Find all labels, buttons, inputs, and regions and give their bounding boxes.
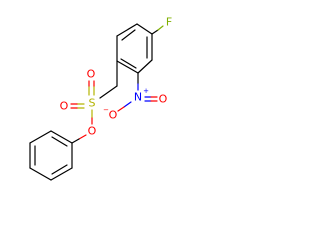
nitrogen-atom: N: [134, 91, 142, 104]
bond-o-phenyl: [71, 138, 80, 144]
sulfur-atom: S: [89, 97, 96, 110]
fluorine-atom: F: [166, 16, 172, 29]
ester-oxygen: O: [88, 125, 97, 138]
nitro-oxygen-bottom: O: [109, 109, 118, 122]
bond-ph-6-double: [51, 136, 68, 147]
nitro-oxygen-right: O: [159, 93, 168, 106]
oxygen-charge: −: [103, 106, 109, 114]
bond-ph-2-double: [51, 164, 68, 175]
bond-ring-5-double: [120, 58, 137, 69]
bond-n-o-bottom-red: [117, 106, 125, 112]
sulfonyl-oxygen-left: O: [60, 100, 69, 113]
phenyl-ring: [29, 130, 73, 181]
molecule-diagram: F N + O O − S O O O: [29, 16, 172, 181]
bond-ph-6: [50, 130, 73, 144]
bond-ph-3: [29, 167, 52, 181]
bond-ring-5: [116, 60, 139, 74]
bond-ring-2: [116, 23, 138, 37]
bond-c-f: [151, 29, 159, 35]
bond-ring-4: [137, 59, 153, 74]
bond-ring-1: [136, 23, 153, 35]
sulfonyl-oxygen-top: O: [87, 68, 96, 81]
nitro-fluoro-benzene-ring: [116, 23, 153, 74]
bond-ch2-s: [99, 85, 118, 99]
bond-ph-5: [29, 130, 52, 144]
bond-ph-2: [50, 167, 73, 181]
nitrogen-charge: +: [143, 87, 149, 95]
bond-n-o-bottom: [123, 101, 132, 108]
bond-ring-1-double: [121, 29, 136, 41]
bond-c-f-green: [157, 25, 164, 31]
bond-o-phenyl-red: [78, 134, 87, 140]
